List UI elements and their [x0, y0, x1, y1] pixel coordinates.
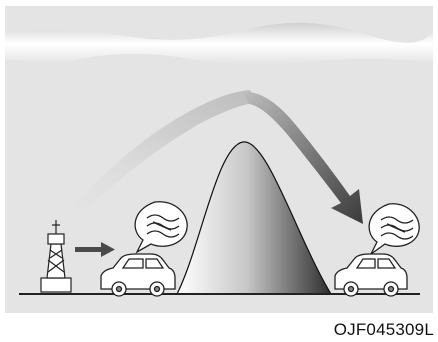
sound-bubble-left-icon — [135, 202, 187, 252]
sound-bubble-right-icon — [369, 204, 419, 254]
mountain — [177, 142, 331, 294]
direct-signal-arrow — [75, 242, 115, 257]
car-left-icon — [101, 254, 175, 296]
sky-band — [5, 23, 433, 64]
car-right-icon — [335, 254, 407, 296]
radio-reception-diagram — [5, 6, 433, 313]
radio-tower-icon — [41, 220, 71, 292]
figure-code: OJF045309L — [334, 320, 434, 340]
